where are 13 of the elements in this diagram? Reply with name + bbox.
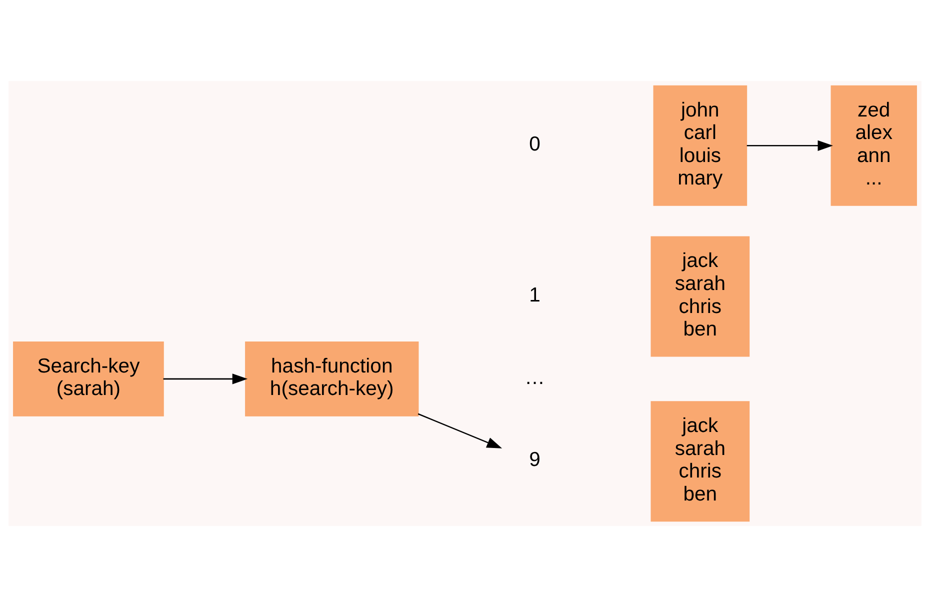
node-box: jack sarah chris ben <box>650 400 750 522</box>
label: 0 <box>529 132 540 155</box>
node-box: zed alex ann ... <box>830 84 917 206</box>
label: 1 <box>529 284 540 306</box>
arrow <box>746 140 833 150</box>
node-box: Search-key (sarah) <box>13 341 164 416</box>
label: … <box>524 366 545 388</box>
node-text: 9 <box>529 448 540 471</box>
arrow <box>163 373 248 384</box>
node-box: jack sarah chris ben <box>650 236 750 356</box>
node-box: hash-function h(search-key) <box>245 341 419 416</box>
node-box: john carl louis mary <box>653 84 748 206</box>
arrow <box>418 412 502 448</box>
